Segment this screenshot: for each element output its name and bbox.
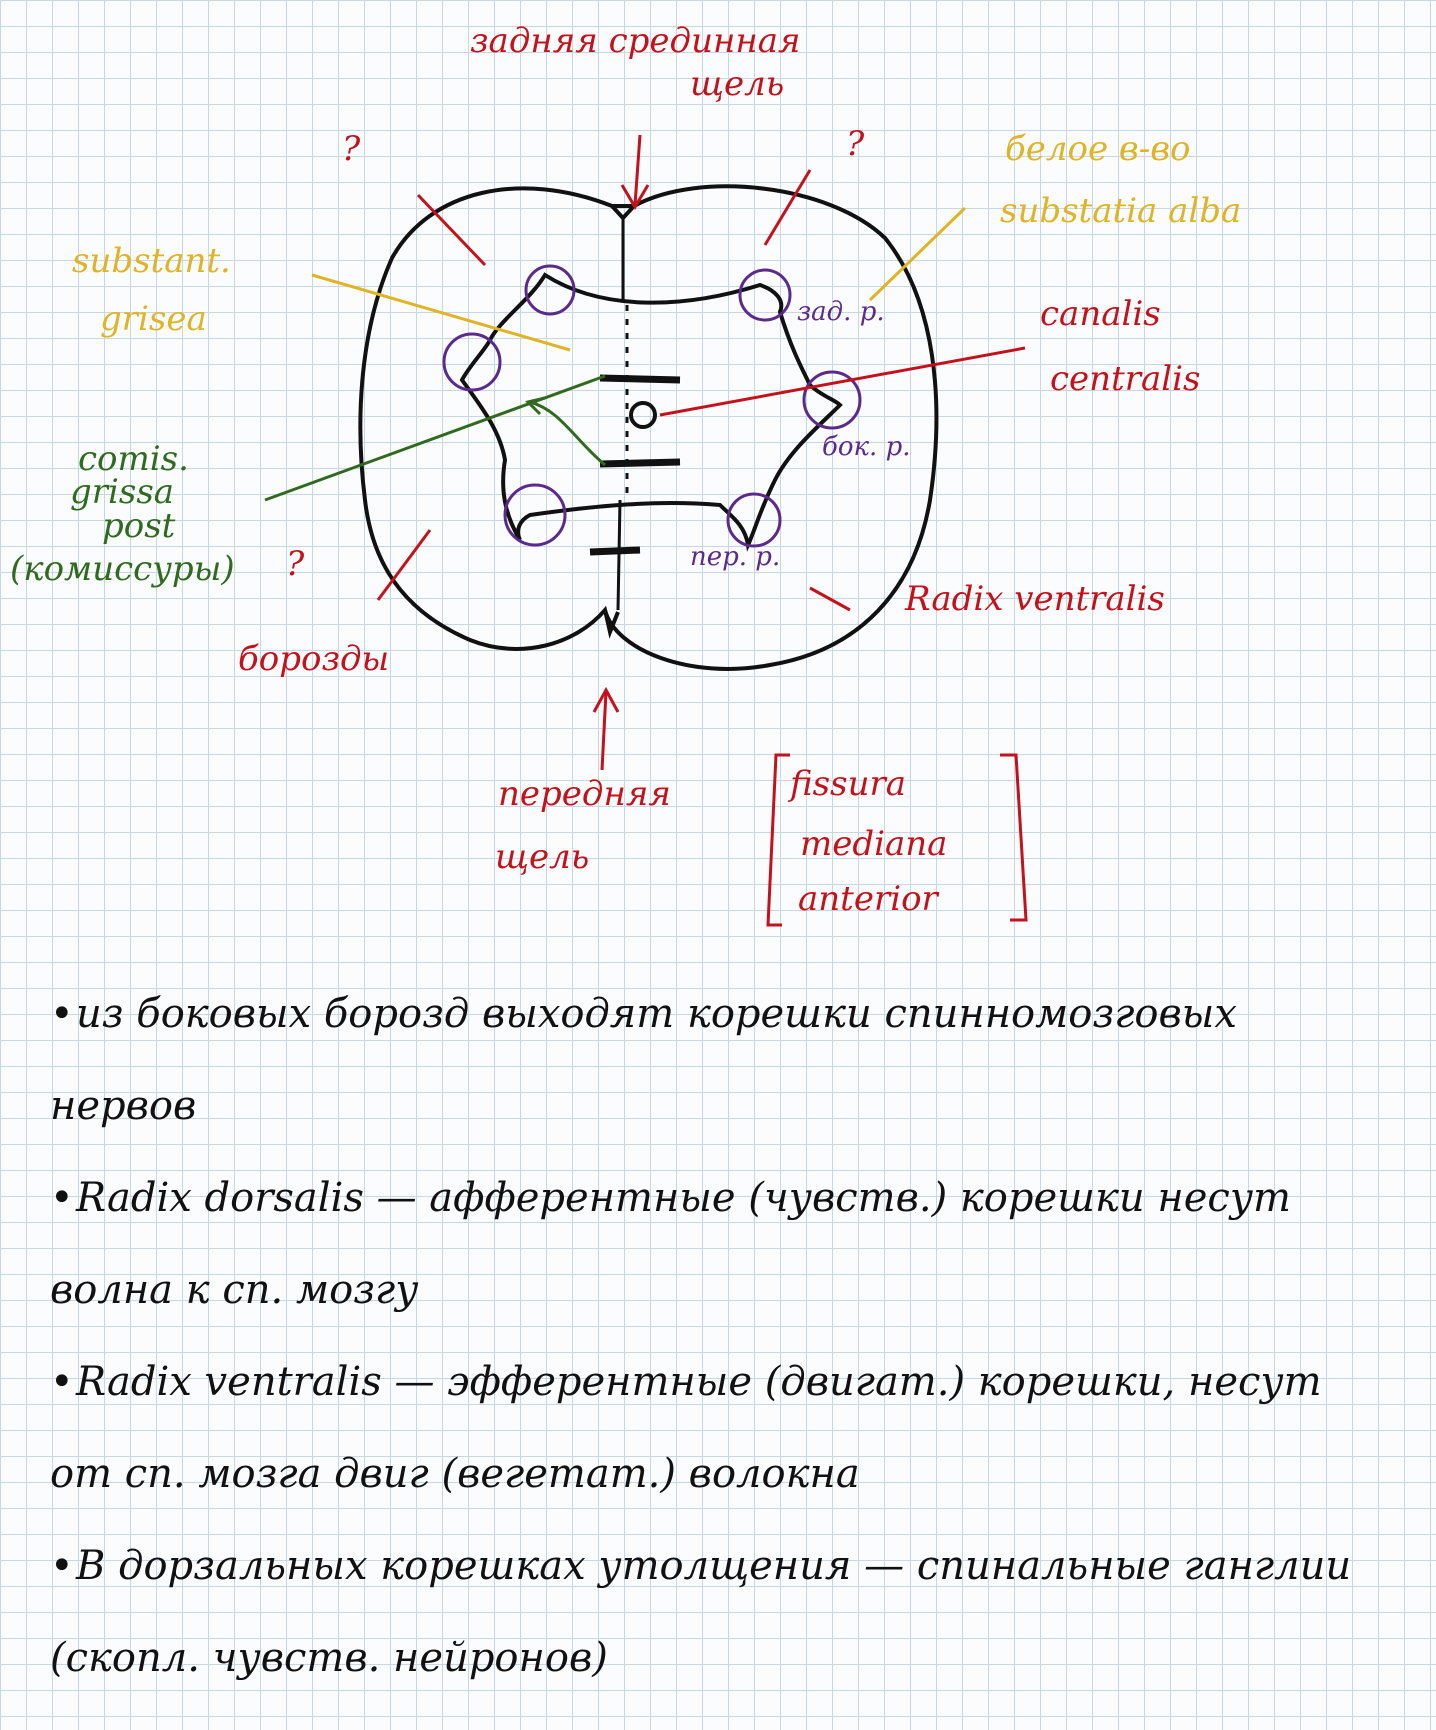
grey-matter-outline xyxy=(459,272,843,552)
anterior-horn-right-circle xyxy=(726,492,782,548)
red-strike-bottom-right xyxy=(809,586,851,612)
gray-matter-pointer xyxy=(311,273,571,352)
lateral-horn-label: бок. р. xyxy=(822,432,911,462)
red-strike-top-left xyxy=(416,193,487,267)
note-bullet: • xyxy=(50,1359,74,1405)
red-strike-top-right xyxy=(763,169,812,246)
fissura-label-3: anterior xyxy=(798,879,940,919)
anterior-arrow-head xyxy=(592,686,620,713)
note-item-3: •Radix ventralis — эфферентные (двигат.)… xyxy=(50,1336,1390,1520)
white-matter-label-la: substatia alba xyxy=(1000,191,1241,231)
commissure-bar-anterior xyxy=(589,546,641,556)
red-strike-bottom-left xyxy=(376,529,432,601)
fissura-bracket-right xyxy=(1000,753,1028,922)
note-text-1: из боковых борозд выходят корешки спинно… xyxy=(50,991,1237,1129)
posterior-horn-left-circle xyxy=(524,264,576,316)
commissure-label-2: grissa xyxy=(70,472,174,512)
central-canal xyxy=(629,401,657,429)
note-bullet: • xyxy=(50,1175,74,1221)
commissure-bar-lower xyxy=(599,458,681,468)
gray-matter-label-2: grisea xyxy=(100,299,207,339)
anterior-fissure-label-2: щель xyxy=(495,837,589,877)
spinal-cord-outline xyxy=(358,184,939,671)
fissura-label-1: fissura xyxy=(787,764,906,804)
ventral-root-label: Radix ventralis xyxy=(904,579,1165,619)
fissura-bracket-left xyxy=(766,753,790,927)
dorsal-horn-label: зад. р. xyxy=(797,297,885,327)
anterior-septum xyxy=(616,499,622,611)
commissure-arrow-head xyxy=(525,396,546,416)
sulci-label: борозды xyxy=(238,639,389,679)
note-item-1: •из боковых борозд выходят корешки спинн… xyxy=(50,968,1390,1152)
anterior-fissure-label-1: передняя xyxy=(498,774,671,814)
anterior-arrow-shaft xyxy=(600,691,608,771)
question-mark-bottom-left: ? xyxy=(286,544,305,584)
question-mark-top-right: ? xyxy=(846,124,865,164)
posterior-horn-right-circle xyxy=(738,268,792,322)
white-matter-pointer xyxy=(868,206,967,302)
central-canal-pointer xyxy=(659,346,1026,417)
note-text-3: Radix ventralis — эфферентные (двигат.) … xyxy=(50,1359,1322,1497)
note-item-4: •В дорзальных корешках утолщения — спина… xyxy=(50,1520,1390,1704)
note-text-4: В дорзальных корешках утолщения — спинал… xyxy=(50,1543,1352,1681)
commissure-label-4: (комиссуры) xyxy=(10,549,235,589)
commissure-pointer xyxy=(264,374,606,502)
central-canal-label-2: centralis xyxy=(1050,359,1200,399)
question-mark-top-left: ? xyxy=(342,129,361,169)
white-matter-label-ru: белое в-во xyxy=(1005,129,1190,169)
commissure-curved-arrow xyxy=(529,400,606,467)
anterior-median-fissure xyxy=(603,609,620,639)
commissure-bar-upper xyxy=(599,374,681,384)
note-text-2: Radix dorsalis — афферентные (чувств.) к… xyxy=(50,1175,1291,1313)
lateral-horn-right-circle xyxy=(802,370,862,430)
note-bullet: • xyxy=(50,1543,74,1589)
posterior-arrow-shaft xyxy=(633,134,642,206)
central-canal-label-1: canalis xyxy=(1040,294,1161,334)
gray-matter-label-1: substant. xyxy=(72,241,231,281)
note-bullet: • xyxy=(50,991,74,1037)
posterior-arrow-head xyxy=(620,184,650,210)
commissure-label-3: post xyxy=(102,506,176,546)
lateral-horn-left-circle xyxy=(442,332,502,392)
posterior-median-sulcus-label-2: щель xyxy=(690,64,784,104)
commissure-label-1: comis. xyxy=(78,439,189,479)
posterior-median-sulcus-label-1: задняя срединная xyxy=(470,21,801,61)
note-item-2: •Radix dorsalis — афферентные (чувств.) … xyxy=(50,1152,1390,1336)
fissura-label-2: mediana xyxy=(800,824,947,864)
ventral-horn-label: пер. р. xyxy=(690,542,780,572)
anterior-horn-left-circle xyxy=(503,483,567,547)
